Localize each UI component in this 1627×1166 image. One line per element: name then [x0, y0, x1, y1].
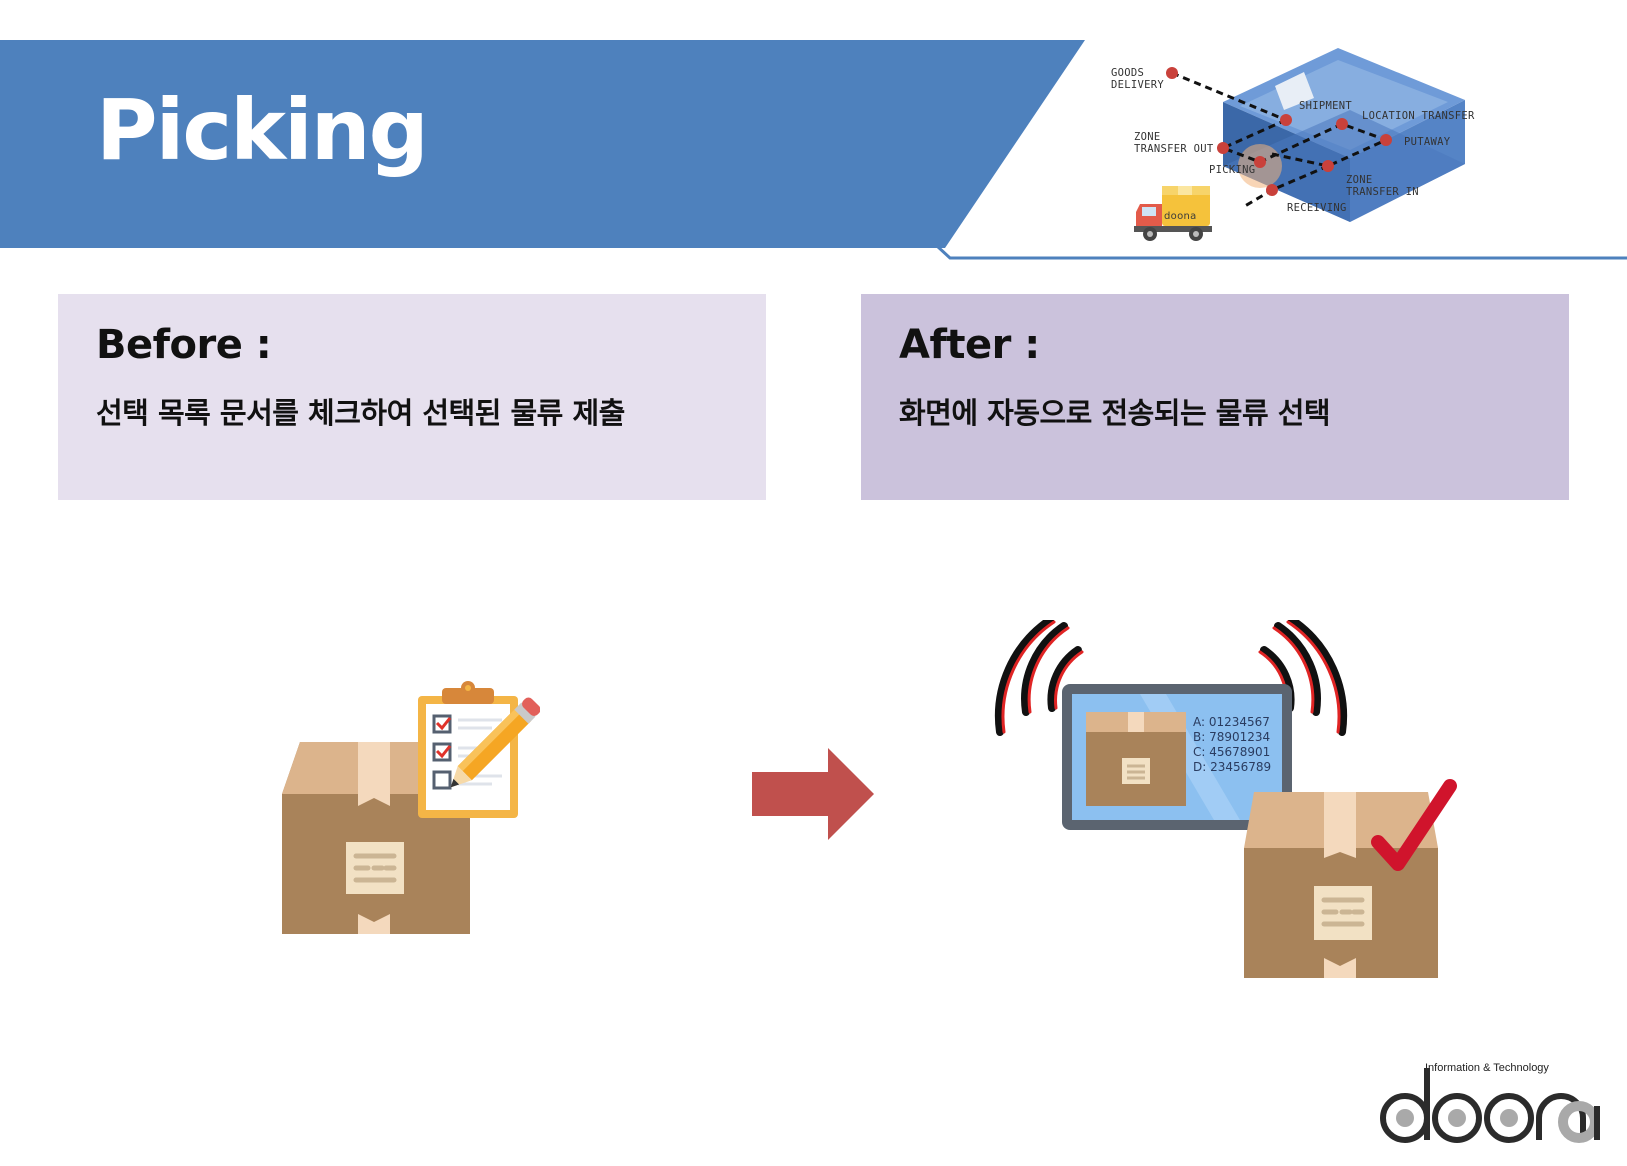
screen-line-b: B: 78901234 [1193, 730, 1270, 744]
logo-tagline: Information & Technology [1425, 1062, 1549, 1074]
tablet-device-icon: A: 01234567 B: 78901234 C: 45678901 D: 2… [1062, 684, 1292, 830]
label-receiving: RECEIVING [1287, 202, 1347, 214]
label-zone-transfer-out: ZONE TRANSFER OUT [1134, 131, 1214, 155]
screen-line-d: D: 23456789 [1193, 760, 1271, 774]
node-picking [1254, 156, 1266, 168]
truck-brand-label: doona [1164, 211, 1197, 222]
after-description: 화면에 자동으로 전송되는 물류 선택 [899, 396, 1331, 430]
screen-box-icon [1086, 712, 1186, 806]
node-putaway [1380, 134, 1392, 146]
wireless-signal-left-icon [994, 620, 1084, 736]
before-panel: Before : 선택 목록 문서를 체크하여 선택된 물류 제출 [58, 294, 766, 500]
screen-line-a: A: 01234567 [1193, 715, 1270, 729]
warehouse-floor-graphic [1134, 48, 1465, 241]
label-picking: PICKING [1209, 164, 1256, 176]
node-shipment [1280, 114, 1292, 126]
route-nodes [1166, 67, 1392, 196]
after-panel: After : 화면에 자동으로 전송되는 물류 선택 [861, 294, 1569, 500]
label-shipment: SHIPMENT [1299, 100, 1352, 112]
company-logo: Information & Technology doona [1375, 1058, 1605, 1148]
header-banner [0, 40, 1627, 260]
label-zone-transfer-in: ZONE TRANSFER IN [1346, 174, 1419, 198]
page-title: Picking [96, 81, 429, 179]
checkmark-icon [1371, 779, 1457, 871]
before-title: Before : [96, 322, 272, 368]
pencil-icon [450, 697, 540, 788]
screen-line-c: C: 45678901 [1193, 745, 1270, 759]
box-with-checklist-illustration [282, 681, 540, 934]
node-zone-transfer-out [1217, 142, 1229, 154]
node-goods-delivery [1166, 67, 1178, 79]
after-title: After : [899, 322, 1040, 368]
label-putaway: PUTAWAY [1404, 136, 1451, 148]
cardboard-box-icon [1244, 792, 1438, 978]
tablet-with-box-illustration: A: 01234567 B: 78901234 C: 45678901 D: 2… [994, 620, 1457, 978]
clipboard-checklist-icon [418, 681, 518, 818]
node-location-transfer [1336, 118, 1348, 130]
truck-icon [1134, 186, 1212, 241]
before-description: 선택 목록 문서를 체크하여 선택된 물류 제출 [96, 396, 625, 430]
label-location-transfer: LOCATION TRANSFER [1362, 110, 1475, 122]
warehouse-process-diagram: GOODS DELIVERY SHIPMENT LOCATION TRANSFE… [1100, 40, 1627, 260]
node-zone-transfer-in [1322, 160, 1334, 172]
label-goods-delivery: GOODS DELIVERY [1111, 67, 1164, 91]
right-arrow-icon [752, 748, 874, 840]
node-receiving [1266, 184, 1278, 196]
doona-logo-mark [1380, 1068, 1600, 1143]
